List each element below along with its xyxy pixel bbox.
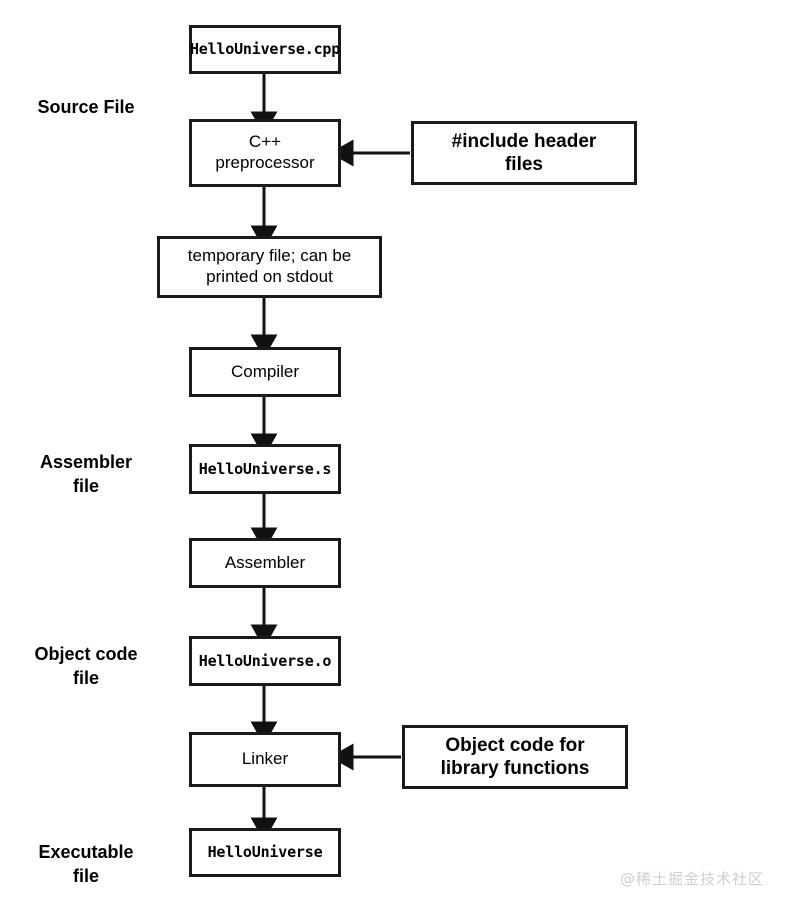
node-label: HelloUniverse: [207, 843, 323, 862]
node-label: C++ preprocessor: [215, 132, 315, 172]
node-label: Compiler: [230, 361, 300, 381]
label-assembler-file: Assembler file: [39, 452, 133, 497]
node-compiler[interactable]: Compiler: [189, 347, 341, 397]
node-hellouniverse-o[interactable]: HelloUniverse.o: [189, 636, 341, 686]
node-include-header-files[interactable]: #include header files: [411, 121, 637, 185]
watermark: @稀土掘金技术社区: [620, 870, 765, 888]
label-executable-file: Executable file: [38, 842, 134, 887]
node-label: temporary file; can be printed on stdout: [187, 246, 352, 286]
node-hellouniverse-s[interactable]: HelloUniverse.s: [189, 444, 341, 494]
node-object-code-library[interactable]: Object code for library functions: [402, 725, 628, 789]
node-hellouniverse-cpp[interactable]: HelloUniverse.cpp: [189, 25, 341, 74]
node-temporary-file[interactable]: temporary file; can be printed on stdout: [157, 236, 382, 298]
label-source-file: Source File: [37, 97, 135, 117]
node-label: #include header files: [451, 130, 597, 175]
node-label: HelloUniverse.o: [198, 651, 332, 670]
node-cpp-preprocessor[interactable]: C++ preprocessor: [189, 119, 341, 187]
node-label: Assembler: [224, 552, 306, 572]
label-object-code-file: Object code file: [34, 644, 138, 689]
node-label: Linker: [241, 749, 289, 769]
node-assembler[interactable]: Assembler: [189, 538, 341, 588]
node-label: HelloUniverse.cpp: [189, 40, 341, 59]
node-label: HelloUniverse.s: [198, 459, 332, 478]
node-linker[interactable]: Linker: [189, 732, 341, 787]
node-hellouniverse-exe[interactable]: HelloUniverse: [189, 828, 341, 877]
node-label: Object code for library functions: [440, 734, 590, 779]
